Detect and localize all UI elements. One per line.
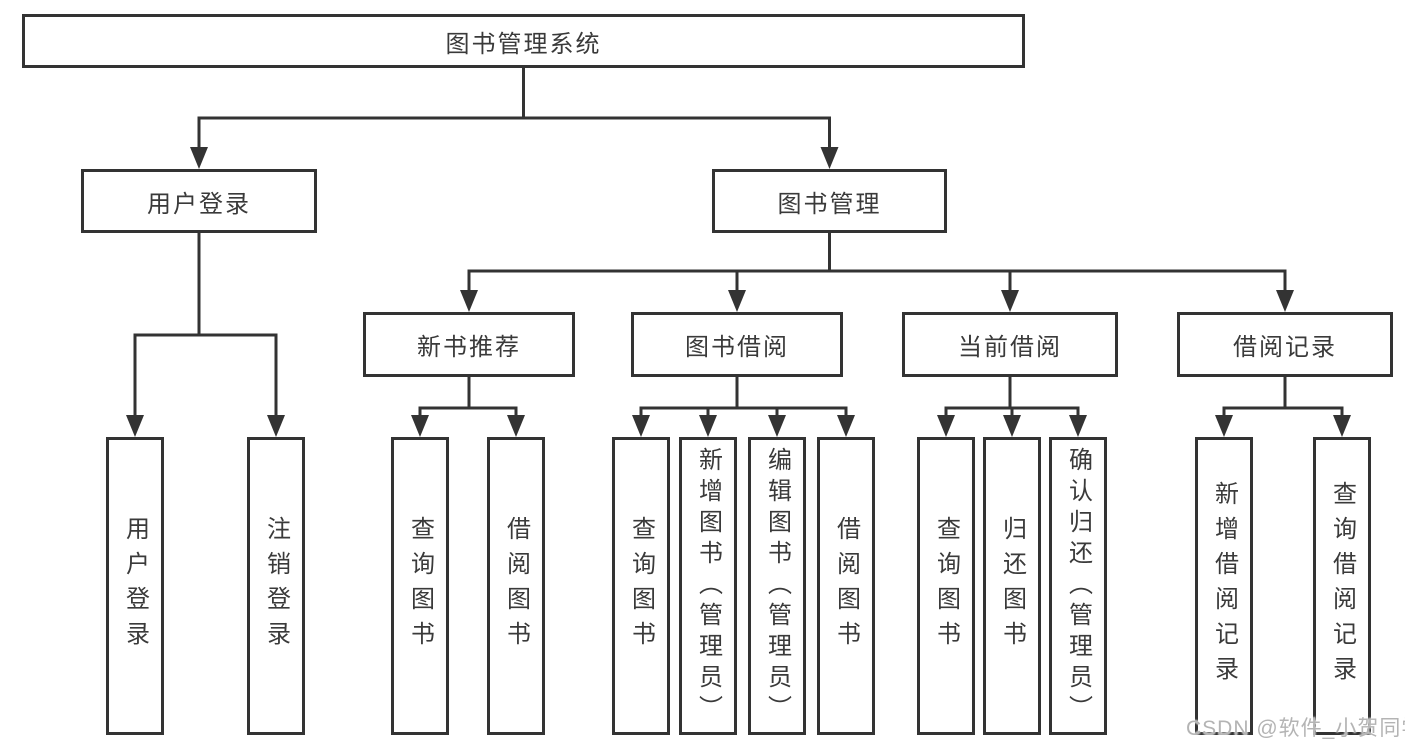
node-cb-query: 查询图书 [917, 437, 975, 735]
node-new-book: 新书推荐 [363, 312, 575, 377]
node-book-mgmt: 图书管理 [712, 169, 947, 233]
node-bb-add: 新增图书（管理员） [679, 437, 737, 735]
node-leaf-logout: 注销登录 [247, 437, 305, 735]
node-nb-query: 查询图书 [391, 437, 449, 735]
node-root: 图书管理系统 [22, 14, 1025, 68]
node-leaf-user-login: 用户登录 [106, 437, 164, 735]
node-cb-return: 归还图书 [983, 437, 1041, 735]
node-bb-borrow: 借阅图书 [817, 437, 875, 735]
node-user-login: 用户登录 [81, 169, 317, 233]
node-current-borrow: 当前借阅 [902, 312, 1118, 377]
node-cb-confirm: 确认归还（管理员） [1049, 437, 1107, 735]
watermark: CSDN @软件_小贺同学 [1186, 717, 1405, 740]
node-bb-query: 查询图书 [612, 437, 670, 735]
node-book-borrow: 图书借阅 [631, 312, 843, 377]
node-bb-edit: 编辑图书（管理员） [748, 437, 806, 735]
node-br-query: 查询借阅记录 [1313, 437, 1371, 735]
node-nb-borrow: 借阅图书 [487, 437, 545, 735]
node-br-add: 新增借阅记录 [1195, 437, 1253, 735]
node-borrow-record: 借阅记录 [1177, 312, 1393, 377]
